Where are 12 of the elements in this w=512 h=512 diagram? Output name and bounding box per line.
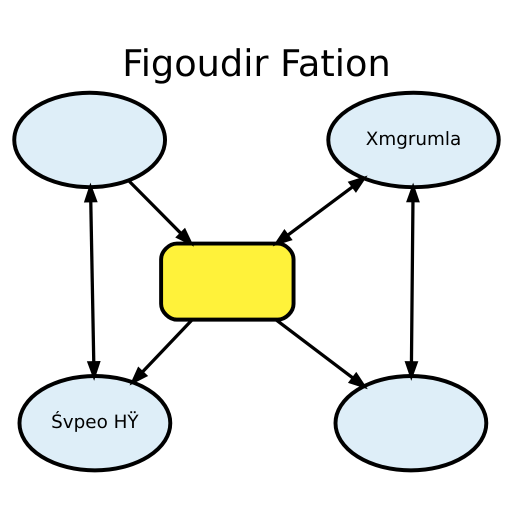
node-ellipse: [12, 90, 166, 190]
arrow: [127, 180, 194, 247]
node-ellipse: [333, 374, 488, 472]
node-ellipse: Śvpeo ΗΫ: [17, 374, 172, 472]
arrow: [404, 182, 420, 381]
arrow: [272, 176, 368, 246]
diagram-title: Figoudir Fation: [122, 42, 390, 86]
arrow: [274, 318, 368, 390]
node-ellipse: Xmgrumla: [326, 90, 500, 190]
node-box: [158, 242, 296, 322]
arrow: [83, 182, 100, 381]
arrow: [129, 318, 193, 386]
